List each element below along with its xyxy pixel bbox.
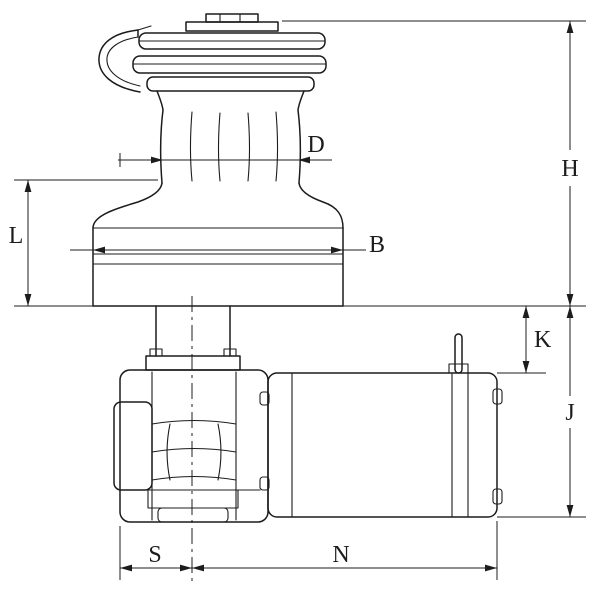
gearbox (113, 369, 269, 523)
drive-stem (145, 305, 241, 371)
dim-label-k: K (534, 327, 552, 353)
winch-top-cap (185, 13, 279, 32)
electric-motor (259, 333, 503, 518)
dimension-labels: D H L B K J S N (9, 132, 579, 568)
self-tailing-discs (132, 32, 327, 92)
stripper-arm (98, 25, 152, 93)
dim-label-s: S (148, 542, 161, 568)
dim-label-d: D (307, 132, 324, 158)
motor-terminal-pin (448, 333, 469, 374)
winch-drum (92, 90, 344, 307)
dim-label-l: L (9, 223, 24, 249)
dim-label-b: B (369, 232, 385, 258)
dim-label-j: J (565, 400, 574, 426)
dimension-arrowheads (24, 21, 574, 572)
dimension-lines (14, 20, 586, 584)
dim-label-n: N (332, 542, 349, 568)
dim-label-h: H (561, 156, 578, 182)
